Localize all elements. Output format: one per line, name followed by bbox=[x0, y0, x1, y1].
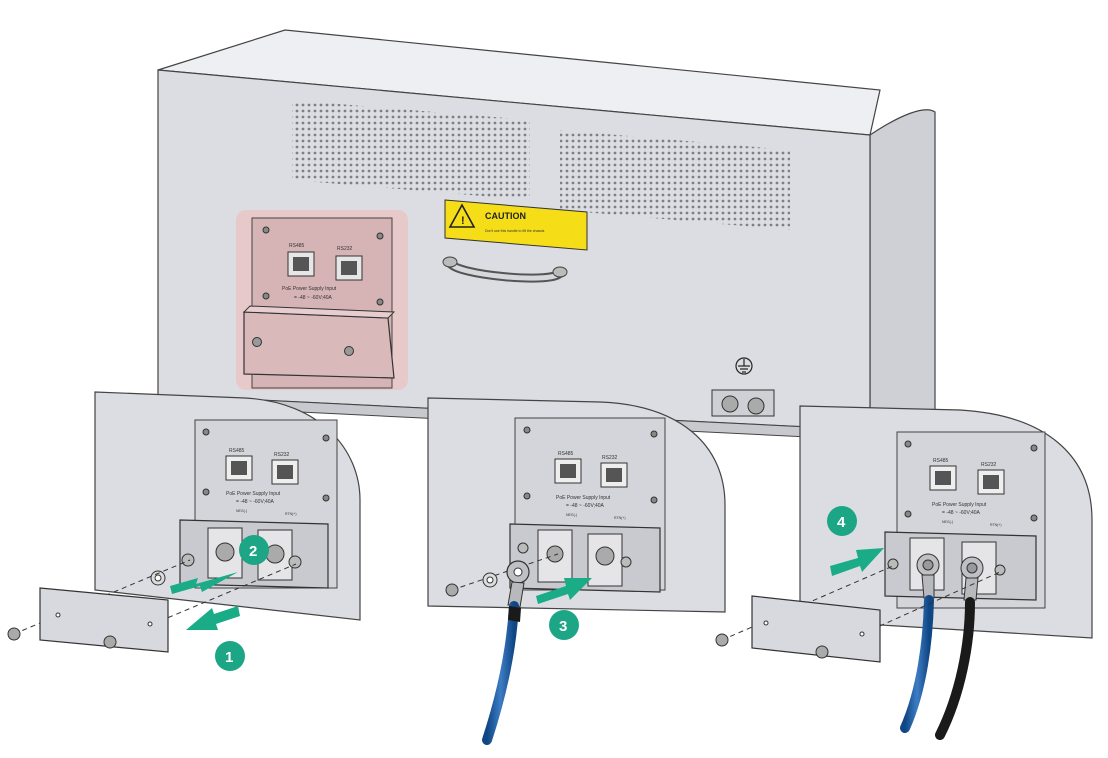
p1-power-rating: = -48 ~ -60V;40A bbox=[236, 499, 275, 505]
p3-port-right-label: RS232 bbox=[981, 462, 997, 468]
chassis: ! CAUTION Don't use this handle to lift … bbox=[157, 29, 936, 441]
step-number-1: 1 bbox=[225, 649, 233, 666]
warning-icon bbox=[448, 203, 476, 228]
p3-black-cable bbox=[935, 597, 975, 740]
p2-port-right-label: RS232 bbox=[602, 455, 618, 461]
caution-subtitle: Don't use this handle to lift the chassi… bbox=[485, 229, 545, 233]
ground-terminal bbox=[711, 357, 775, 417]
top-port-right-label: RS232 bbox=[337, 246, 353, 252]
p2-port-left-label: RS485 bbox=[558, 451, 574, 457]
p2-terminal-right: RTN(+) bbox=[614, 516, 626, 520]
vent-grille-right bbox=[560, 130, 790, 230]
ground-icon bbox=[735, 357, 753, 375]
p1-power-title: PoE Power Supply Input bbox=[226, 491, 281, 497]
p3-terminal-right: RTN(+) bbox=[990, 523, 1002, 527]
step-badge-3: 3 bbox=[549, 610, 579, 640]
arrow-step1-icon bbox=[186, 606, 240, 630]
step-number-4: 4 bbox=[837, 514, 846, 531]
caution-label: ! CAUTION Don't use this handle to lift … bbox=[444, 199, 588, 251]
step-number-2: 2 bbox=[249, 543, 257, 560]
p3-cover-plate bbox=[751, 595, 881, 663]
panel-step1-remove-cover: RS485 RS232 PoE Power Supply Input = -48… bbox=[7, 391, 361, 653]
caution-title: CAUTION bbox=[485, 211, 526, 221]
power-module-highlight: RS485 RS232 PoE Power Supply Input = -48… bbox=[236, 210, 408, 390]
p3-power-rating: = -48 ~ -60V;40A bbox=[942, 510, 981, 516]
p3-port-left-label: RS485 bbox=[933, 458, 949, 464]
step-badge-1: 1 bbox=[215, 641, 245, 671]
arrow-step2-icon bbox=[170, 572, 238, 594]
p1-terminal-right: RTN(+) bbox=[285, 512, 297, 516]
step-badge-2: 2 bbox=[239, 535, 269, 565]
step-number-3: 3 bbox=[559, 618, 567, 635]
p2-power-title: PoE Power Supply Input bbox=[556, 495, 611, 501]
vent-grille-left bbox=[292, 100, 530, 200]
p3-power-title: PoE Power Supply Input bbox=[932, 502, 987, 508]
svg-text:!: ! bbox=[461, 215, 465, 227]
step-badge-4: 4 bbox=[827, 506, 857, 536]
p1-terminal-left: NEG(-) bbox=[236, 509, 247, 513]
p2-ring-terminal bbox=[506, 560, 530, 608]
p1-port-left-label: RS485 bbox=[229, 448, 245, 454]
chassis-handle bbox=[442, 256, 568, 283]
p2-blue-cable bbox=[482, 601, 519, 745]
p2-terminal-left: NEG(-) bbox=[566, 513, 577, 517]
p3-terminal-left: NEG(-) bbox=[942, 520, 953, 524]
panel-step4-reinstall-cover: RS485 RS232 PoE Power Supply Input = -48… bbox=[715, 405, 1093, 740]
top-power-rating: = -48 ~ -60V;40A bbox=[294, 295, 333, 301]
top-power-title: PoE Power Supply Input bbox=[282, 286, 337, 292]
p2-power-rating: = -48 ~ -60V;40A bbox=[566, 503, 605, 509]
arrow-step3-icon bbox=[536, 578, 592, 604]
arrow-step4-icon bbox=[830, 548, 884, 576]
panel-step3-connect-negative: RS485 RS232 PoE Power Supply Input = -48… bbox=[427, 397, 726, 745]
p1-port-right-label: RS232 bbox=[274, 452, 290, 458]
step-arrows bbox=[170, 548, 884, 630]
p1-cover-plate bbox=[39, 587, 169, 653]
top-port-left-label: RS485 bbox=[289, 243, 305, 249]
p3-blue-cable bbox=[900, 595, 934, 733]
